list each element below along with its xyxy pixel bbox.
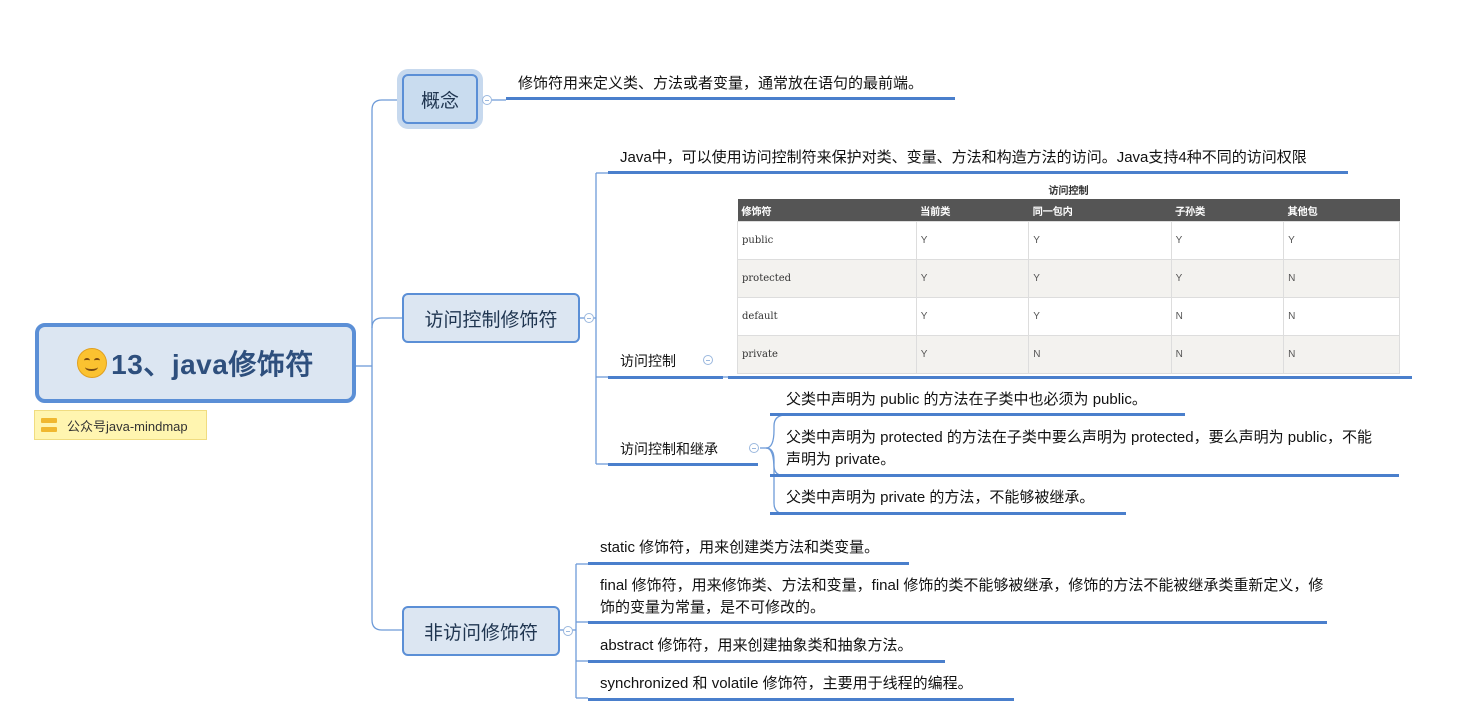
branch-access-modifiers[interactable]: 访问控制修饰符 [402, 293, 580, 343]
table-caption: 访问控制 [1048, 186, 1089, 197]
leaf-underline [608, 171, 1348, 174]
cell-value: Y [915, 221, 1030, 260]
table-row: public Y Y Y Y [737, 221, 1400, 260]
cell-value: Y [915, 297, 1030, 336]
cell-value: Y [1028, 259, 1172, 298]
cell-value: Y [1028, 221, 1172, 260]
subtopic-access-control[interactable]: 访问控制 [620, 353, 676, 369]
leaf-underline [770, 413, 1185, 416]
leaf-inherit-public: 父类中声明为 public 的方法在子类中也必须为 public。 [786, 391, 1147, 408]
leaf-underline [506, 97, 955, 100]
cell-value: Y [1170, 259, 1285, 298]
cell-value: N [1283, 335, 1400, 374]
col-header: 其他包 [1283, 199, 1400, 222]
col-header: 当前类 [916, 199, 1029, 222]
leaf-underline [608, 463, 758, 466]
table-row: private Y N N N [737, 335, 1400, 374]
cell-value: Y [915, 259, 1030, 298]
cell-value: Y [1283, 221, 1400, 260]
leaf-underline [588, 660, 945, 663]
collapse-toggle-icon[interactable] [482, 95, 492, 105]
cell-modifier: private [737, 335, 917, 374]
collapse-toggle-icon[interactable] [563, 626, 573, 636]
access-control-table: 访问控制 修饰符 当前类 同一包内 子孙类 其他包 public Y Y Y Y… [737, 185, 1400, 374]
cell-value: N [1028, 335, 1172, 374]
leaf-underline [588, 621, 1327, 624]
leaf-concept-definition: 修饰符用来定义类、方法或者变量，通常放在语句的最前端。 [518, 75, 924, 92]
cell-value: Y [915, 335, 1030, 374]
cell-value: N [1170, 297, 1285, 336]
note-text: 公众号java-mindmap [67, 418, 188, 434]
leaf-underline [608, 376, 723, 379]
cell-value: Y [1170, 221, 1285, 260]
leaf-underline [728, 376, 1412, 379]
branch-concept[interactable]: 概念 [402, 74, 478, 124]
note-label[interactable]: 公众号java-mindmap [34, 410, 207, 440]
root-title: 13、java修饰符 [111, 349, 314, 380]
table-row: default Y Y N N [737, 297, 1400, 336]
col-header: 修饰符 [737, 199, 917, 222]
collapse-toggle-icon[interactable] [584, 313, 594, 323]
root-topic[interactable]: 13、java修饰符 [35, 323, 356, 403]
smiley-icon [77, 348, 108, 378]
cell-value: N [1283, 259, 1400, 298]
leaf-abstract: abstract 修饰符，用来创建抽象类和抽象方法。 [600, 637, 913, 654]
leaf-inherit-private: 父类中声明为 private 的方法，不能够被继承。 [786, 489, 1095, 506]
branch-non-access-modifiers[interactable]: 非访问修饰符 [402, 606, 560, 656]
leaf-underline [770, 474, 1399, 477]
branch-label: 非访问修饰符 [423, 622, 538, 644]
branch-label: 访问控制修饰符 [424, 309, 558, 331]
collapse-toggle-icon[interactable] [703, 355, 713, 365]
branch-label: 概念 [420, 90, 459, 112]
leaf-synchronized-volatile: synchronized 和 volatile 修饰符，主要用于线程的编程。 [600, 675, 973, 692]
table-row: protected Y Y Y N [737, 259, 1400, 298]
cell-modifier: default [737, 297, 917, 336]
subtopic-access-inheritance[interactable]: 访问控制和继承 [620, 441, 718, 457]
leaf-access-intro: Java中，可以使用访问控制符来保护对类、变量、方法和构造方法的访问。Java支… [620, 149, 1307, 166]
leaf-final: final 修饰符，用来修饰类、方法和变量，final 修饰的类不能够被继承，修… [600, 577, 1324, 616]
leaf-static: static 修饰符，用来创建类方法和类变量。 [600, 539, 880, 556]
leaf-inherit-protected: 父类中声明为 protected 的方法在子类中要么声明为 protected，… [786, 429, 1372, 468]
cell-modifier: public [737, 221, 917, 260]
leaf-underline [588, 698, 1014, 701]
cell-value: N [1170, 335, 1285, 374]
collapse-toggle-icon[interactable] [749, 443, 759, 453]
col-header: 子孙类 [1171, 199, 1284, 222]
cell-value: Y [1028, 297, 1172, 336]
table-header-row: 修饰符 当前类 同一包内 子孙类 其他包 [737, 199, 1400, 222]
cell-modifier: protected [737, 259, 917, 298]
leaf-underline [770, 512, 1126, 515]
leaf-underline [588, 562, 909, 565]
col-header: 同一包内 [1028, 199, 1172, 222]
notes-icon [41, 418, 57, 432]
cell-value: N [1283, 297, 1400, 336]
